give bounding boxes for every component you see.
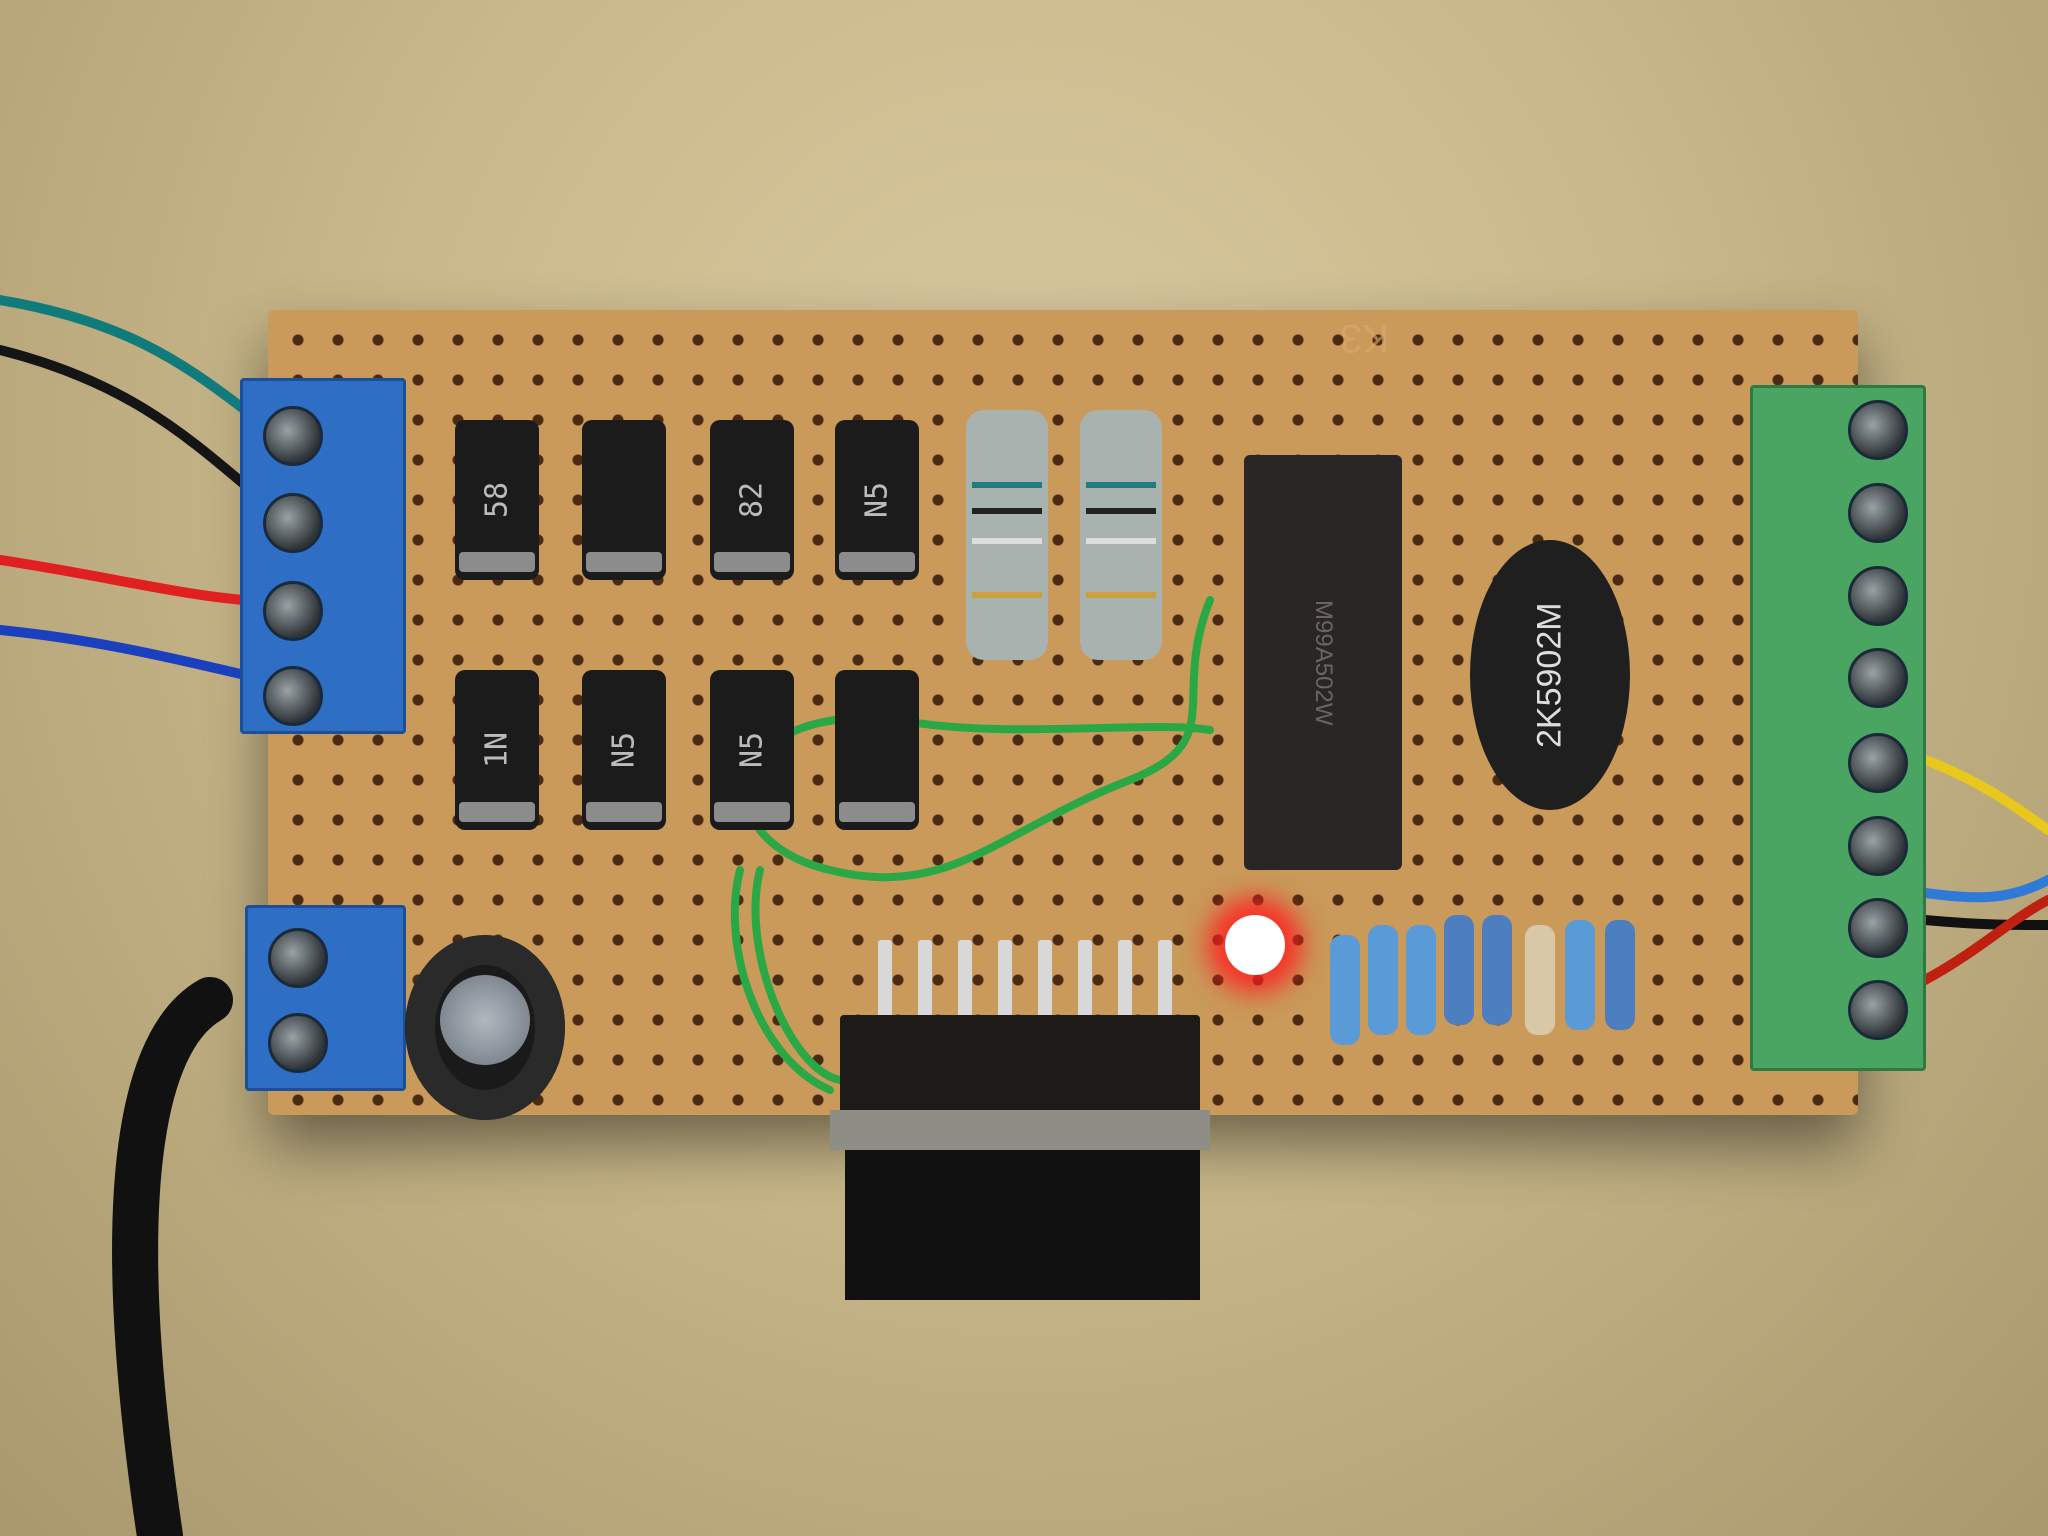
driver-pin — [1078, 940, 1092, 1020]
diode: N5 — [710, 670, 794, 830]
left-terminal-block-2pos[interactable] — [245, 905, 406, 1091]
screw-icon[interactable] — [1848, 566, 1908, 626]
screw-icon[interactable] — [263, 493, 323, 553]
screw-icon[interactable] — [268, 928, 328, 988]
driver-pin — [998, 940, 1012, 1020]
screw-icon[interactable] — [1848, 733, 1908, 793]
screw-icon[interactable] — [263, 406, 323, 466]
right-terminal-block-8pos[interactable] — [1750, 385, 1926, 1071]
ic-chip: M99A502W — [1244, 455, 1402, 870]
resistor — [1444, 915, 1474, 1025]
driver-pin — [1038, 940, 1052, 1020]
screw-icon[interactable] — [1848, 898, 1908, 958]
resistor — [1482, 915, 1512, 1025]
trimmer-potentiometer[interactable]: 2K5902M — [1470, 540, 1630, 810]
trimmer-marking: 2K5902M — [1530, 602, 1569, 748]
driver-metal-tab — [830, 1110, 1210, 1150]
diode: 58 — [455, 420, 539, 580]
left-terminal-block-4pos[interactable] — [240, 378, 406, 734]
resistor — [1525, 925, 1555, 1035]
diode: N5 — [582, 670, 666, 830]
led-indicator — [1225, 915, 1285, 975]
heatsink — [845, 1150, 1200, 1300]
ic-marking: M99A502W — [1310, 599, 1337, 726]
resistor — [1605, 920, 1635, 1030]
resistor — [1406, 925, 1436, 1035]
resistor — [1565, 920, 1595, 1030]
screw-icon[interactable] — [1848, 400, 1908, 460]
diode — [835, 670, 919, 830]
power-resistor — [966, 410, 1048, 660]
driver-pin — [1158, 940, 1172, 1020]
resistor — [1368, 925, 1398, 1035]
driver-pin — [878, 940, 892, 1020]
board-silkscreen: K3 — [1340, 316, 1389, 360]
diode: 82 — [710, 420, 794, 580]
screw-icon[interactable] — [263, 666, 323, 726]
screw-icon[interactable] — [1848, 980, 1908, 1040]
screw-icon[interactable] — [263, 581, 323, 641]
screw-icon[interactable] — [1848, 483, 1908, 543]
driver-pin — [1118, 940, 1132, 1020]
screw-icon[interactable] — [1848, 816, 1908, 876]
driver-pin — [918, 940, 932, 1020]
diode — [582, 420, 666, 580]
screw-icon[interactable] — [1848, 648, 1908, 708]
driver-pin — [958, 940, 972, 1020]
resistor — [1330, 935, 1360, 1045]
diode: N5 — [835, 420, 919, 580]
diode: 1N — [455, 670, 539, 830]
power-resistor — [1080, 410, 1162, 660]
capacitor-top — [440, 975, 530, 1065]
screw-icon[interactable] — [268, 1013, 328, 1073]
